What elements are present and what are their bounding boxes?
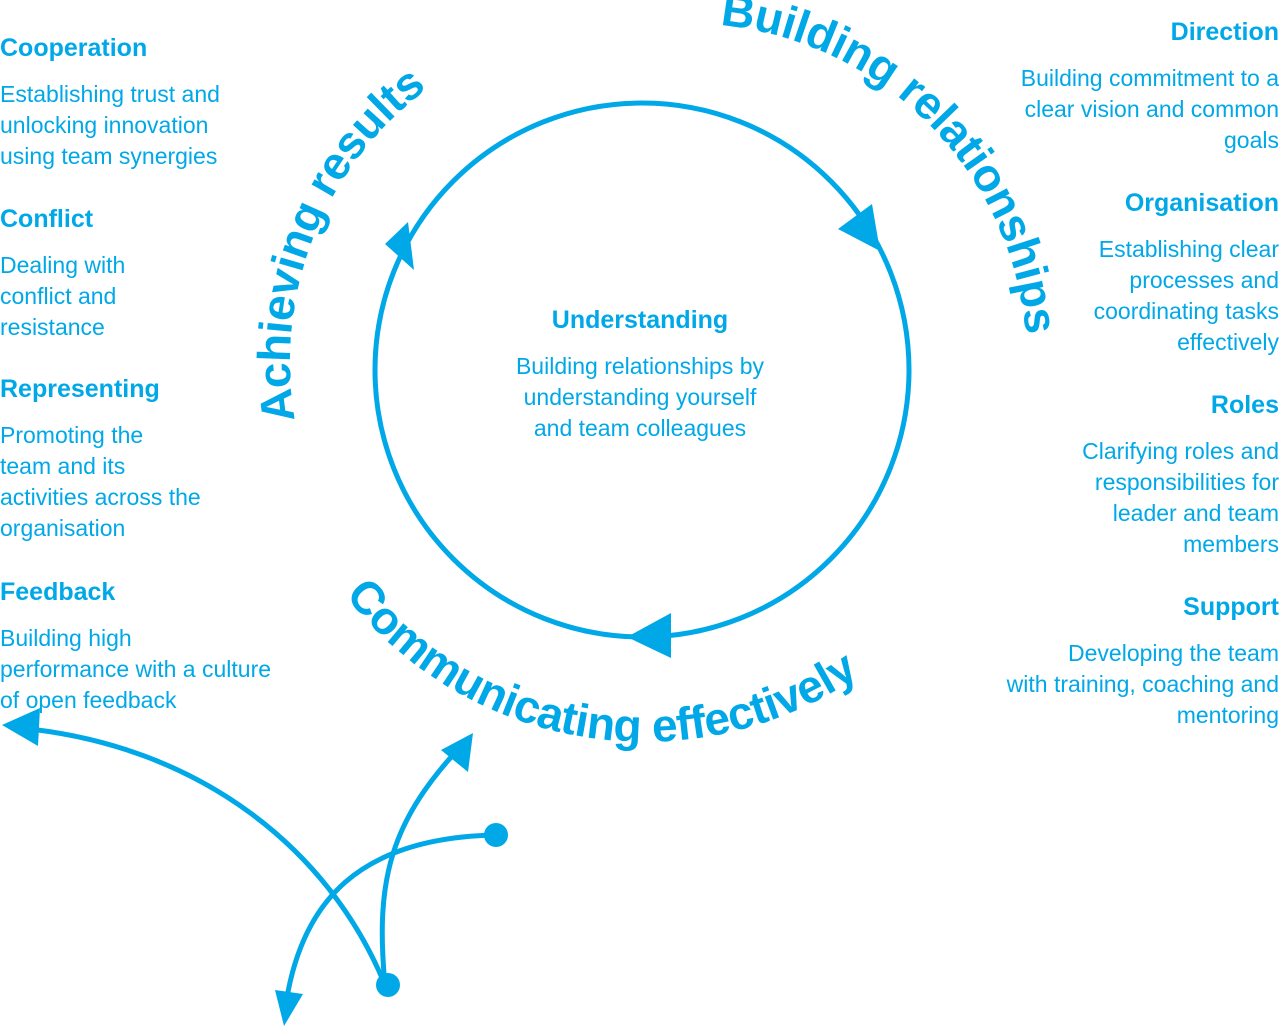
item-direction: Direction Building commitment to a clear… — [940, 17, 1279, 156]
item-desc: Developing the team with training, coach… — [1006, 640, 1279, 728]
item-heading: Roles — [1210, 391, 1279, 419]
item-desc: Clarifying roles and responsibilities fo… — [1082, 438, 1279, 557]
item-desc: Building commitment to a clear vision an… — [1020, 65, 1279, 153]
arrowhead-top-right-icon — [838, 204, 880, 251]
center-desc: Building relationships by understanding … — [515, 353, 765, 441]
item-heading: Conflict — [0, 205, 94, 233]
item-heading: Representing — [0, 375, 160, 403]
item-cooperation: Cooperation Establishing trust and unloc… — [0, 33, 330, 172]
item-heading: Feedback — [0, 578, 116, 606]
crossing-arrows-icon — [17, 725, 498, 1013]
center-understanding: Understanding Building relationships by … — [470, 305, 810, 444]
center-heading: Understanding — [551, 306, 729, 334]
item-feedback: Feedback Building high performance with … — [0, 577, 330, 716]
item-heading: Direction — [1170, 18, 1279, 46]
item-desc: Establishing trust and unlocking innovat… — [0, 81, 220, 169]
item-desc: Promoting the team and its activities ac… — [0, 422, 201, 541]
origin-dot-icon — [376, 973, 400, 997]
item-heading: Cooperation — [0, 34, 148, 62]
item-heading: Support — [1183, 593, 1279, 621]
item-desc: Establishing clear processes and coordin… — [1093, 236, 1279, 355]
item-heading: Organisation — [1124, 189, 1279, 217]
arrowhead-far-left-icon — [2, 708, 40, 746]
arrowhead-down-icon — [275, 990, 303, 1026]
item-roles: Roles Clarifying roles and responsibilit… — [940, 390, 1279, 560]
item-desc: Building high performance with a culture… — [0, 625, 272, 713]
item-organisation: Organisation Establishing clear processe… — [940, 188, 1279, 358]
item-conflict: Conflict Dealing with conflict and resis… — [0, 204, 330, 343]
item-support: Support Developing the team with trainin… — [940, 592, 1279, 731]
arrowhead-up-icon — [441, 733, 473, 772]
arrowhead-bottom-icon — [627, 613, 671, 658]
arrowhead-left-icon — [385, 222, 414, 270]
item-desc: Dealing with conflict and resistance — [0, 252, 126, 340]
end-dot-icon — [484, 823, 508, 847]
item-representing: Representing Promoting the team and its … — [0, 374, 330, 544]
